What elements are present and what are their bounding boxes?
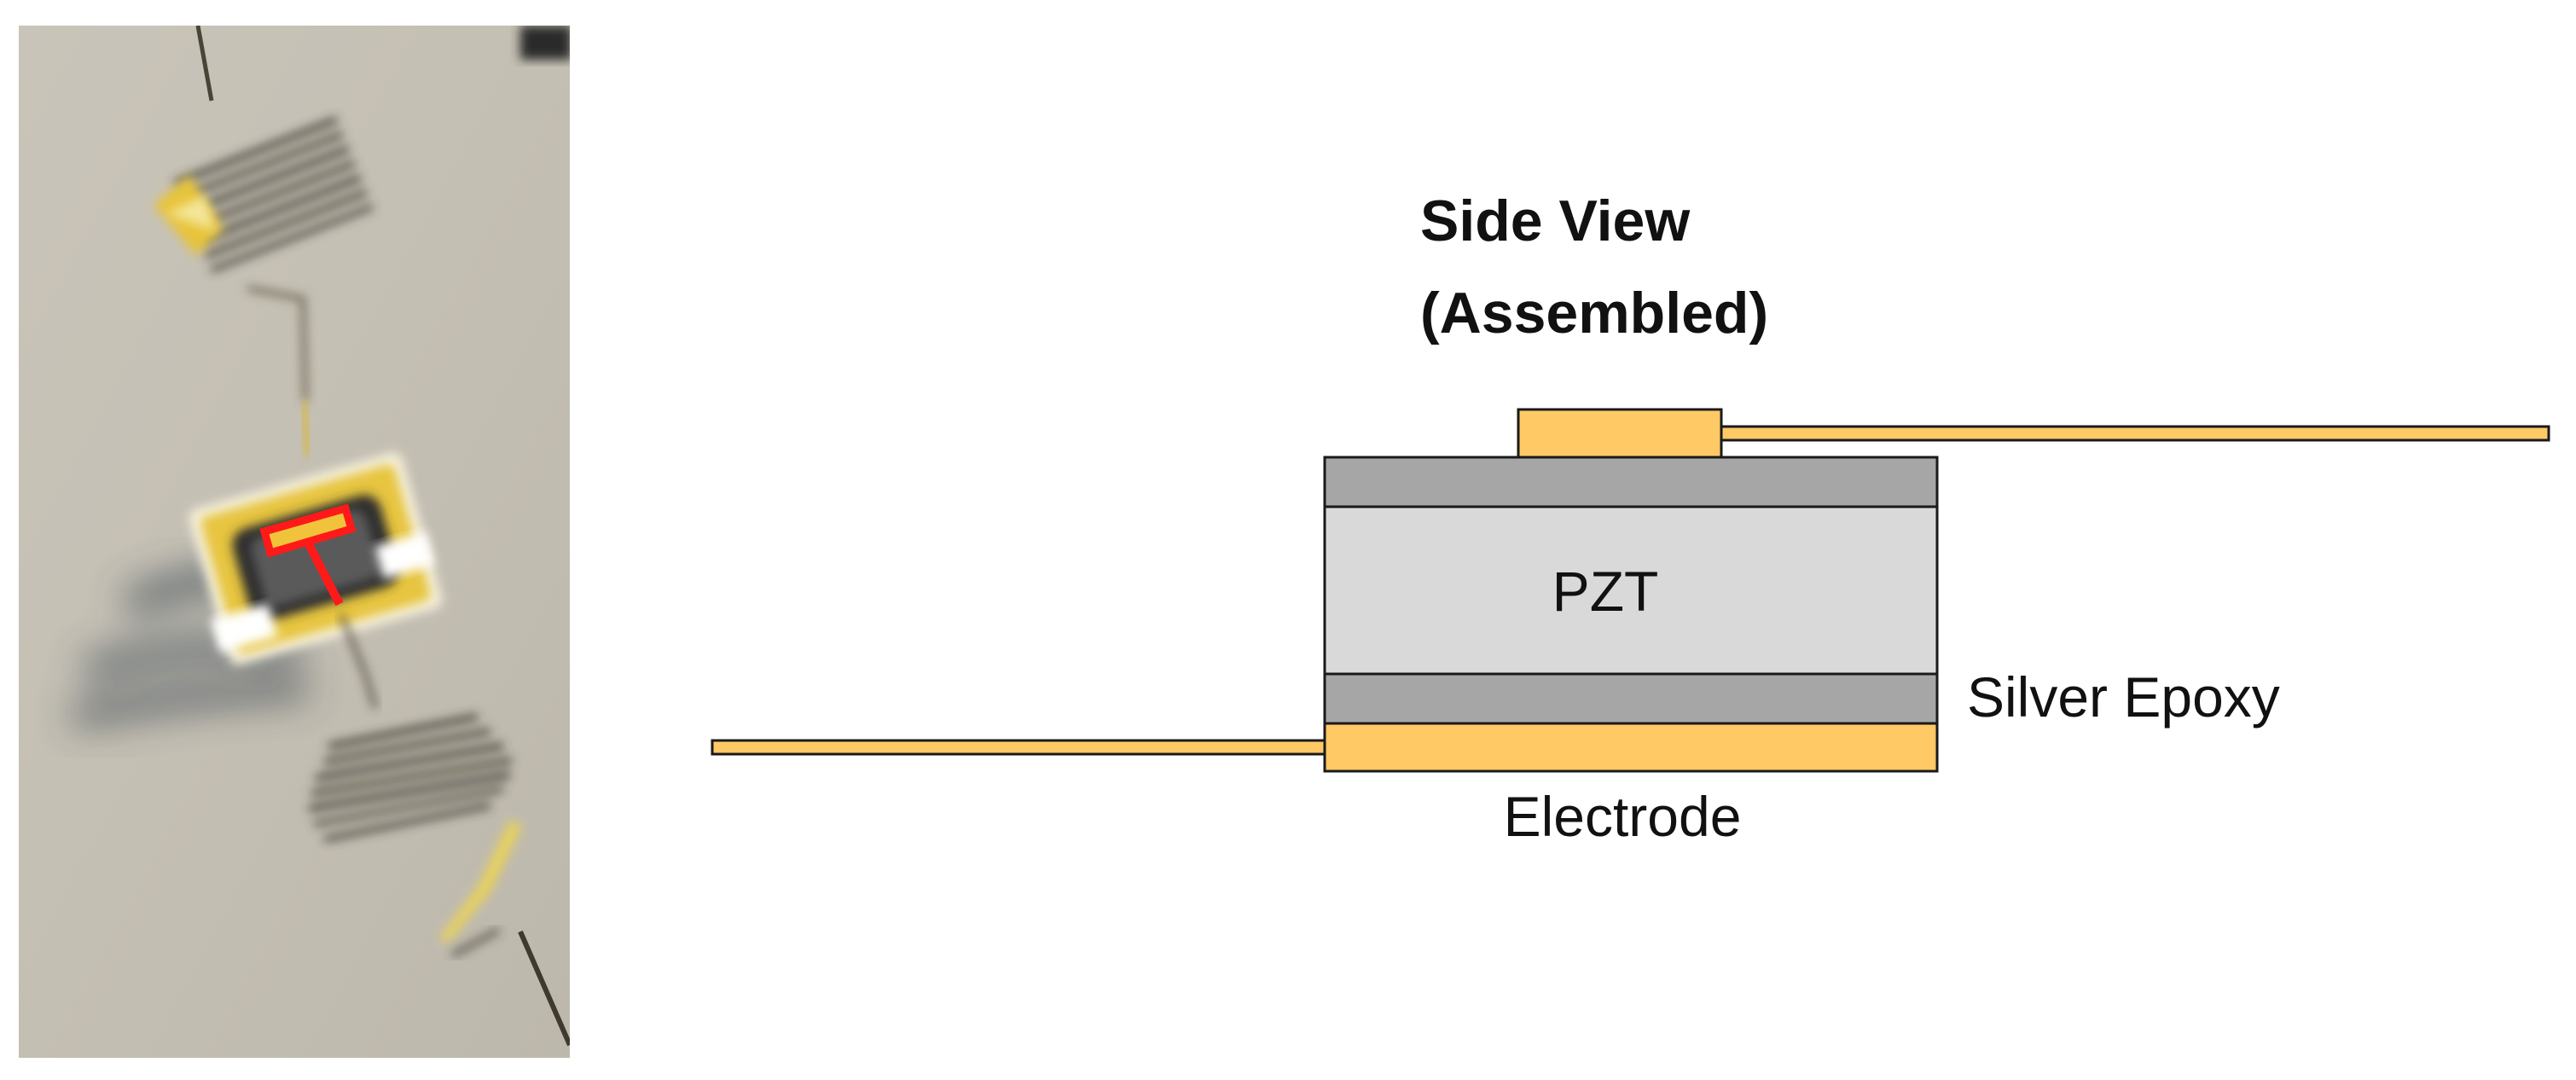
bottom-lead-wire-schematic	[711, 739, 1326, 756]
bottom-lead-wire-1	[450, 927, 501, 958]
upper-coil	[173, 116, 374, 273]
lower-coil-gold-tip	[439, 821, 522, 943]
lower-connecting-wire	[339, 613, 378, 709]
silver-epoxy-label: Silver Epoxy	[1967, 665, 2280, 729]
device-photo	[19, 26, 570, 1058]
lower-coil	[308, 713, 513, 842]
electrode-label: Electrode	[1504, 785, 1742, 848]
red-t-marker	[259, 503, 357, 607]
top-silver-epoxy-layer	[1323, 456, 1939, 508]
diagram-title-line1: Side View	[1420, 189, 1691, 253]
upper-connecting-wire	[247, 286, 308, 402]
bottom-electrode-layer	[1323, 722, 1939, 773]
top-electrode-tab	[1517, 408, 1723, 459]
bottom-lead-wire-2	[518, 930, 570, 1047]
photo-dark-corner	[520, 26, 570, 60]
bottom-silver-epoxy-layer	[1323, 672, 1939, 725]
side-view-diagram: Side View (Assembled) PZT Silver Epoxy E…	[711, 189, 2550, 848]
diagram-title-line2: (Assembled)	[1420, 281, 1768, 345]
top-lead-wire	[195, 26, 214, 102]
pzt-layer	[1323, 505, 1939, 676]
top-lead-wire-schematic	[1720, 425, 2550, 442]
pzt-label: PZT	[1552, 560, 1659, 623]
